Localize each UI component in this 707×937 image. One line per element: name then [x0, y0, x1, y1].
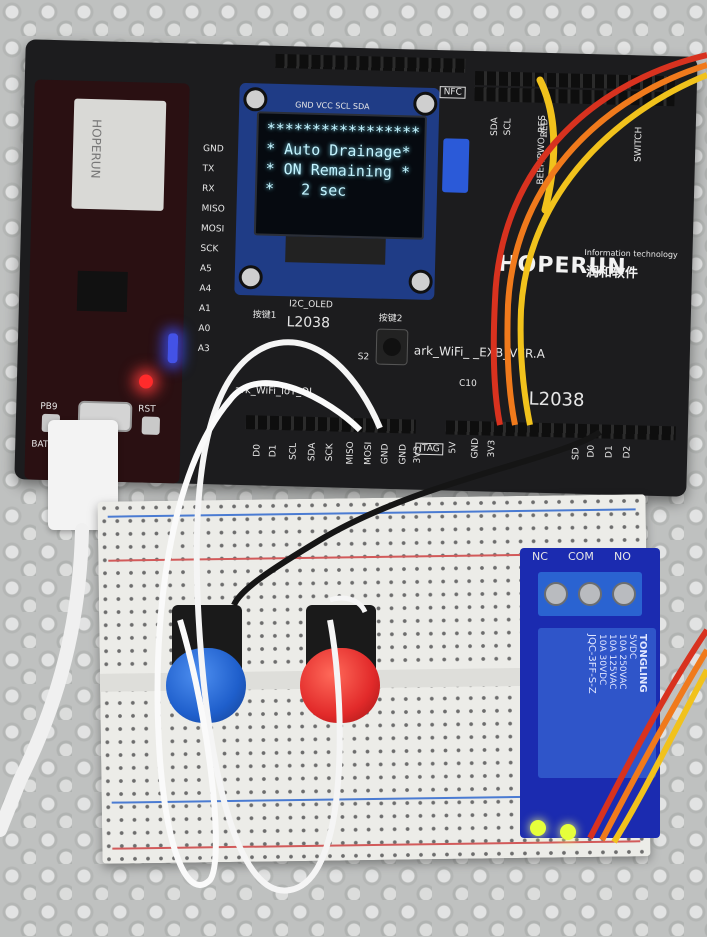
- relay-brand: TONGLING: [637, 634, 648, 693]
- c10-label: C10: [458, 378, 477, 390]
- oled-line: * Auto Drainage*: [265, 139, 411, 162]
- oled-module: GND VCC SCL SDA ***************** * Auto…: [234, 82, 440, 301]
- oled-mount-hole: [238, 264, 264, 290]
- i2c-oled-label: I2C_OLED: [288, 299, 334, 311]
- pin-label: D2: [622, 445, 633, 459]
- relay-led: [530, 820, 546, 836]
- pin-label: MOSI: [200, 223, 225, 235]
- switch-label: SWITCH: [633, 126, 645, 163]
- pin-label: RED: [539, 118, 551, 138]
- oled-mount-hole: [413, 91, 438, 117]
- relay-spec: 5VDC: [627, 634, 637, 660]
- rst-label: RST: [138, 404, 156, 415]
- pin-label: SDA: [307, 442, 318, 462]
- pin-label: D0: [586, 444, 597, 458]
- blue-power-led: [167, 333, 179, 364]
- pin-label: SDA: [489, 117, 501, 137]
- right-header-upper: [474, 87, 675, 107]
- screw-no[interactable]: [612, 582, 636, 606]
- relay-spec: 10A 30VDC: [597, 634, 607, 686]
- red-push-button[interactable]: [300, 648, 380, 723]
- terminal-com-label: COM: [568, 550, 594, 563]
- relay-label-group: TONGLING 5VDC 10A 250VAC 10A 125VAC 10A …: [586, 634, 648, 774]
- shield-logo: HOPERUN: [88, 118, 104, 179]
- pin-label: D1: [268, 444, 279, 458]
- bat-label: BAT: [31, 439, 49, 451]
- pb9-label: PB9: [40, 401, 58, 413]
- pin-label: RX: [201, 183, 215, 195]
- screw-nc[interactable]: [544, 582, 568, 606]
- s2-label: S2: [357, 352, 370, 363]
- pin-label: A1: [198, 303, 211, 315]
- screw-com[interactable]: [578, 582, 602, 606]
- pin-label: TX: [202, 163, 215, 175]
- board-name-lower: ark_WiFi_IoT_OL: [234, 384, 315, 398]
- pin-label: GND: [398, 443, 409, 465]
- oled-line: *****************: [266, 119, 421, 142]
- pin-label: GND: [470, 437, 481, 459]
- pin-label: GND: [380, 443, 391, 465]
- oled-screen: ***************** * Auto Drainage* * ON …: [253, 111, 428, 240]
- pin-label: D1: [604, 445, 615, 459]
- relay-spec: 10A 125VAC: [607, 634, 617, 690]
- relay-led: [560, 824, 576, 840]
- pin-label: MISO: [201, 203, 225, 215]
- lot-number-top: L2038: [286, 314, 331, 332]
- pin-label: A3: [197, 343, 210, 355]
- usb-cable: [0, 523, 89, 837]
- pin-label: 5V: [448, 441, 459, 454]
- screw-terminal: [538, 572, 642, 616]
- pin-label: MISO: [345, 441, 357, 465]
- oled-line: * ON Remaining *: [265, 159, 411, 182]
- pin-label: MOSI: [363, 441, 375, 466]
- relay-model: JQC-3FF-S-Z: [586, 634, 597, 694]
- relay-spec: 10A 250VAC: [617, 634, 627, 690]
- pin-label: A5: [199, 263, 212, 275]
- blue-pot[interactable]: [442, 138, 470, 193]
- hoperun-logo-block: HOPERUN Information technology 润和软件: [498, 248, 679, 285]
- board-name: ark_WiFi_ _EXB_VER.A: [413, 343, 546, 361]
- terminal-nc-label: NC: [532, 550, 548, 563]
- rst-button[interactable]: [141, 416, 161, 435]
- blue-push-button[interactable]: [166, 648, 246, 723]
- pin-label: D0: [252, 444, 263, 457]
- pin-label: A0: [198, 323, 211, 335]
- terminal-no-label: NO: [614, 550, 631, 563]
- pin-label: SCK: [324, 443, 336, 462]
- module-chip: [76, 270, 128, 313]
- nfc-label: NFC: [439, 86, 466, 99]
- bottom-header: [245, 415, 417, 434]
- key1-label: 按键1: [252, 310, 277, 321]
- oled-line: * 2 sec: [264, 179, 401, 202]
- relay-module: NC COM NO TONGLING 5VDC 10A 250VAC 10A 1…: [520, 548, 660, 840]
- module-shield: HOPERUN: [71, 98, 167, 211]
- brand-cn: 润和软件: [585, 265, 639, 282]
- key2-label: 按键2: [378, 313, 403, 325]
- pin-label: SCK: [200, 243, 219, 255]
- s2-cap: [382, 337, 402, 357]
- lot-number-mid: L2038: [528, 388, 585, 412]
- rail-line-red: [112, 840, 641, 850]
- oled-mount-hole: [408, 269, 433, 295]
- pin-label: 3V3: [486, 439, 498, 458]
- pin-label: GND: [202, 143, 224, 155]
- pin-label: SCL: [288, 442, 299, 461]
- oled-ribbon: [285, 236, 386, 265]
- top-header: [275, 53, 466, 73]
- red-led: [138, 374, 154, 389]
- onboard-button-s2[interactable]: [375, 328, 409, 366]
- oled-mount-hole: [243, 86, 268, 112]
- oled-pin-labels: GND VCC SCL SDA: [295, 100, 370, 112]
- pin-label: 3V3: [412, 445, 424, 464]
- pin-label: A4: [199, 283, 212, 295]
- pin-label: SD0: [571, 441, 582, 461]
- relay-coil: TONGLING 5VDC 10A 250VAC 10A 125VAC 10A …: [538, 628, 656, 778]
- rail-line-blue: [107, 508, 636, 518]
- pin-label: SCL: [503, 118, 514, 136]
